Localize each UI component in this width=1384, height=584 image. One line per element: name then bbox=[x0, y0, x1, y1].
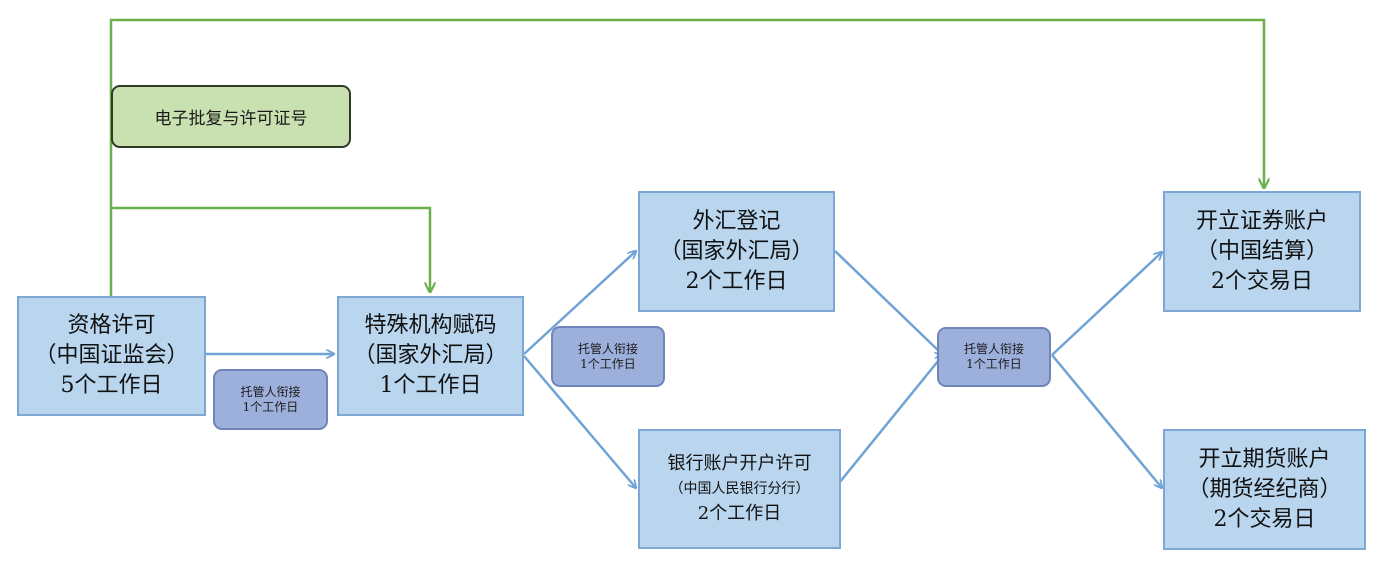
node-authority: （中国结算） bbox=[1195, 238, 1328, 264]
node-title: 开立期货账户 bbox=[1198, 446, 1331, 472]
node-duration: 2个交易日 bbox=[1211, 268, 1313, 294]
node-duration: 2个工作日 bbox=[685, 268, 788, 294]
node-authority: （中国证监会） bbox=[34, 343, 189, 368]
handover-box: 托管人衔接 1个工作日 bbox=[213, 369, 328, 430]
arrow-bank-to-merge bbox=[834, 355, 943, 489]
handover-title: 托管人衔接 bbox=[577, 341, 638, 356]
node-title: 银行账户开户许可 bbox=[667, 453, 812, 474]
node-duration: 2个工作日 bbox=[697, 503, 782, 524]
node-title: 外汇登记 bbox=[692, 208, 781, 234]
handover-box: 托管人衔接 1个工作日 bbox=[551, 326, 665, 387]
approval-box: 电子批复与许可证号 bbox=[111, 85, 351, 148]
node-securities-account: 开立证券账户 （中国结算） 2个交易日 bbox=[1163, 191, 1361, 312]
green-connector-to-special-code bbox=[111, 206, 430, 292]
arrow-special-code-to-bank bbox=[523, 355, 636, 488]
node-qualification: 资格许可 （中国证监会） 5个工作日 bbox=[17, 296, 206, 416]
arrow-merge-to-securities bbox=[1051, 252, 1162, 356]
handover-duration: 1个工作日 bbox=[966, 357, 1022, 371]
node-futures-account: 开立期货账户 （期货经纪商） 2个交易日 bbox=[1163, 429, 1366, 550]
node-authority: （中国人民银行分行） bbox=[669, 481, 810, 497]
green-connector-to-securities bbox=[109, 18, 1264, 296]
node-duration: 1个工作日 bbox=[379, 373, 482, 398]
node-bank-account: 银行账户开户许可 （中国人民银行分行） 2个工作日 bbox=[638, 429, 841, 549]
node-authority: （期货经纪商） bbox=[1187, 476, 1342, 502]
node-title: 资格许可 bbox=[67, 313, 156, 338]
handover-duration: 1个工作日 bbox=[242, 399, 299, 414]
handover-box: 托管人衔接 1个工作日 bbox=[937, 327, 1051, 387]
node-fx-registration: 外汇登记 （国家外汇局） 2个工作日 bbox=[638, 191, 835, 312]
node-duration: 5个工作日 bbox=[60, 373, 163, 398]
node-title: 开立证券账户 bbox=[1195, 208, 1328, 234]
arrow-merge-to-futures bbox=[1051, 354, 1162, 488]
arrow-special-code-to-fx bbox=[523, 251, 636, 355]
node-authority: （国家外汇局） bbox=[659, 238, 814, 264]
node-title: 特殊机构赋码 bbox=[364, 313, 497, 338]
handover-duration: 1个工作日 bbox=[580, 356, 636, 371]
node-authority: （国家外汇局） bbox=[353, 343, 508, 368]
handover-title: 托管人衔接 bbox=[963, 342, 1024, 356]
arrow-fx-to-merge bbox=[834, 250, 943, 355]
approval-label: 电子批复与许可证号 bbox=[154, 109, 308, 129]
node-special-code: 特殊机构赋码 （国家外汇局） 1个工作日 bbox=[337, 296, 524, 416]
handover-title: 托管人衔接 bbox=[240, 384, 301, 399]
node-duration: 2个交易日 bbox=[1213, 506, 1316, 532]
